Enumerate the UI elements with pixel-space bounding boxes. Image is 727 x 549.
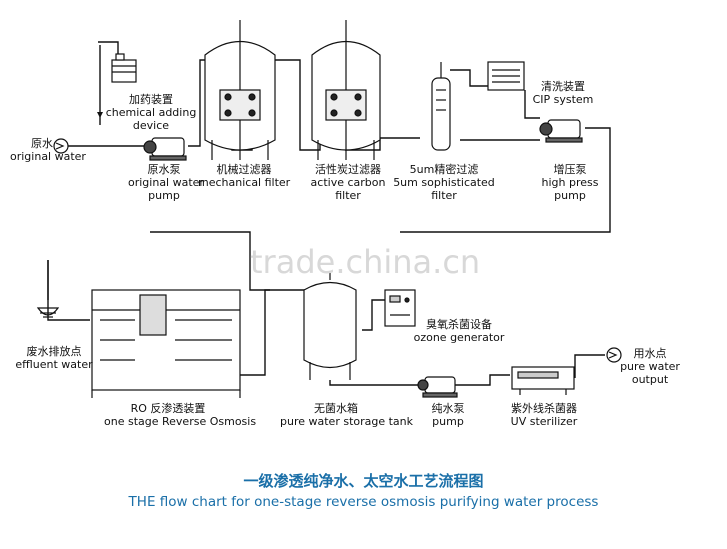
output-point-icon bbox=[606, 347, 622, 363]
mechanical-filter-tank bbox=[204, 20, 276, 160]
carbon-filter-tank bbox=[311, 20, 381, 160]
diagram-title-cn: 一级渗透纯净水、太空水工艺流程图 bbox=[243, 472, 484, 490]
pure-water-pump bbox=[417, 376, 458, 398]
pipe-chem bbox=[98, 41, 119, 60]
watermark: trade.china.cn bbox=[250, 243, 481, 281]
precision-filter bbox=[431, 62, 451, 151]
diagram-title-en: THE flow chart for one-stage reverse osm… bbox=[128, 494, 599, 510]
label-output: 用水点 pure water output bbox=[620, 347, 680, 386]
ro-unit bbox=[91, 289, 241, 398]
chem-arrow bbox=[97, 112, 103, 118]
label-raw-pump: 原水泵 original water pump bbox=[128, 163, 204, 202]
label-mech-filter: 机械过滤器 mechanical filter bbox=[198, 163, 291, 189]
high-press-pump bbox=[539, 119, 583, 143]
pipe-pump-to-uv bbox=[455, 374, 510, 386]
chemical-dosing-tank bbox=[111, 53, 137, 83]
pipe-ozone bbox=[362, 299, 385, 331]
raw-water-inlet-icon bbox=[53, 138, 69, 154]
label-tank: 无菌水箱 pure water storage tank bbox=[280, 402, 414, 428]
pipe-to-ro bbox=[150, 231, 270, 291]
pipe-carbon-to-precision bbox=[345, 137, 420, 151]
pipe-cip-right bbox=[524, 90, 540, 119]
pipe-effluent bbox=[47, 260, 90, 321]
label-effluent: 废水排放点 effluent water bbox=[15, 345, 93, 371]
pipe-ro-to-tank bbox=[240, 289, 310, 376]
pipe-uv-to-out bbox=[574, 354, 605, 378]
label-pure-pump: 纯水泵 pump bbox=[431, 402, 465, 428]
label-cip: 清洗装置 CIP system bbox=[532, 80, 594, 106]
effluent-basin-icon bbox=[36, 307, 60, 318]
label-ro: RO 反渗透装置 one stage Reverse Osmosis bbox=[104, 402, 257, 428]
pipe-tank-to-pump bbox=[329, 380, 420, 386]
pipe-cip bbox=[450, 69, 488, 87]
pure-water-tank bbox=[303, 272, 357, 380]
label-raw-water: 原水 original water bbox=[10, 137, 86, 163]
label-uv: 紫外线杀菌器 UV sterilizer bbox=[510, 402, 578, 428]
raw-water-pump bbox=[143, 137, 187, 161]
pipe-pump-to-right bbox=[400, 127, 611, 233]
label-hp-pump: 增压泵 high press pump bbox=[541, 163, 599, 202]
label-chemical-adding: 加药装置 chemical adding device bbox=[105, 93, 197, 132]
uv-sterilizer bbox=[511, 366, 575, 395]
label-precision-filter: 5um精密过滤 5um sophisticated filter bbox=[393, 163, 495, 202]
cip-system-box bbox=[487, 61, 525, 91]
ozone-generator bbox=[384, 289, 416, 327]
label-ozone: 臭氧杀菌设备 ozone generator bbox=[413, 318, 505, 344]
label-carbon-filter: 活性炭过滤器 active carbon filter bbox=[310, 163, 386, 202]
